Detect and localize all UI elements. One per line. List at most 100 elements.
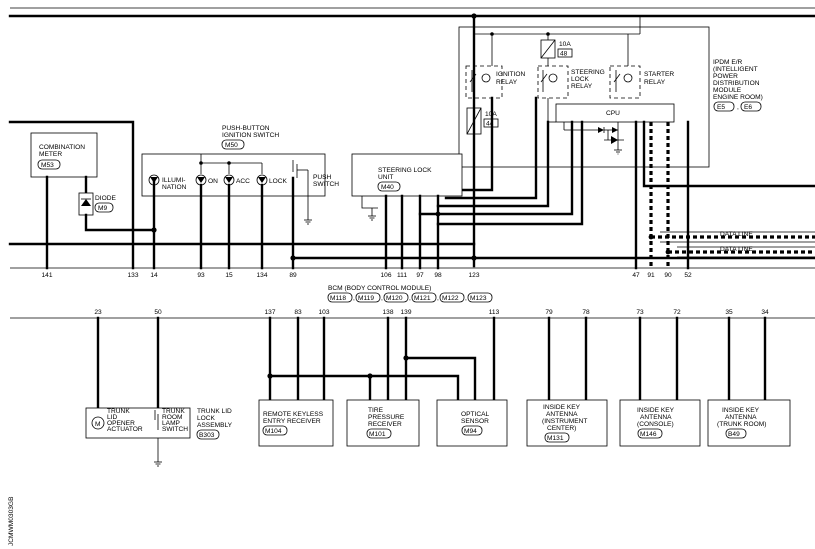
combination-meter: COMBINATION METER M53	[30, 132, 98, 178]
trunk-assembly-2: LOCK	[197, 415, 216, 422]
push-switch-label-1: PUSH	[313, 174, 332, 181]
bcm-pin-139: 139	[400, 309, 411, 316]
bcm-pin-111: 111	[397, 272, 407, 279]
fuse-48-amp: 10A	[559, 41, 571, 48]
trunk-actuator-3: OPENER	[107, 420, 135, 427]
bcm-pin-72: 72	[673, 309, 681, 316]
optical-name-2: SENSOR	[461, 418, 489, 425]
bcm-pin-123: 123	[468, 272, 479, 279]
ant-trunk-connector: B49	[728, 431, 740, 438]
bcm-pin-78: 78	[582, 309, 590, 316]
switch-illumination-2: NATION	[162, 184, 187, 191]
inside-key-antenna-console: INSIDE KEY ANTENNA (CONSOLE) M146	[619, 399, 701, 447]
ant-inst-name-1: INSIDE KEY	[543, 404, 581, 411]
bcm-sep-1: ,	[353, 295, 355, 302]
bcm-pin-23: 23	[94, 309, 102, 316]
bcm-pin-97: 97	[416, 272, 424, 279]
motor-icon: M	[95, 421, 101, 428]
bcm-pin-98: 98	[434, 272, 442, 279]
bcm-sep-4: ,	[437, 295, 439, 302]
steering-relay-label-3: RELAY	[571, 83, 593, 90]
trunk-actuator-4: ACTUATOR	[107, 426, 143, 433]
switch-acc-label: ACC	[236, 178, 250, 185]
ipdm-connector-e5: E5	[717, 104, 725, 111]
trunk-lid-lock-assembly: M TRUNK LID OPENER ACTUATOR TRUNK ROOM L…	[85, 407, 233, 467]
ipdm-name-2: (INTELLIGENT	[713, 66, 758, 73]
diode: DIODE M9	[78, 175, 156, 232]
ignition-switch-name-2: IGNITION SWITCH	[222, 132, 279, 139]
bcm-name: BCM (BODY CONTROL MODULE)	[328, 285, 431, 292]
ipdm-connector-sep: ,	[737, 104, 739, 111]
diode-label: DIODE	[95, 195, 116, 202]
push-button-ignition-switch: PUSH-BUTTON IGNITION SWITCH M50 ILLUMI- …	[141, 125, 339, 225]
ant-console-connector: M146	[640, 431, 657, 438]
trunk-lamp-1: TRUNK	[162, 408, 185, 415]
starter-relay-label-2: RELAY	[644, 79, 666, 86]
ignition-relay-label-1: IGNITION	[496, 71, 526, 78]
data-line-label-1: DATA LINE	[720, 231, 753, 238]
optical-connector: M94	[464, 428, 477, 435]
rke-name-2: ENTRY RECEIVER	[263, 418, 321, 425]
starter-relay: STARTER RELAY	[609, 34, 674, 99]
switch-lock-label: LOCK	[269, 178, 288, 185]
bcm-sep-3: ,	[409, 295, 411, 302]
bcm-connector-m121: M121	[414, 295, 431, 302]
bcm-sep-5: ,	[465, 295, 467, 302]
trunk-actuator-2: LID	[107, 414, 117, 421]
bcm-pin-106: 106	[380, 272, 391, 279]
bcm-pin-113: 113	[489, 309, 500, 316]
tpms-name-1: TIRE	[368, 407, 384, 414]
ipdm-pin-52: 52	[684, 272, 692, 279]
switch-on-label: ON	[208, 178, 218, 185]
ipdm-name-4: DISTRIBUTION	[713, 80, 760, 87]
trunk-assembly-3: ASSEMBLY	[197, 422, 233, 429]
tire-pressure-receiver: TIRE PRESSURE RECEIVER M101	[346, 399, 420, 447]
ant-console-name-1: INSIDE KEY	[637, 407, 675, 414]
combination-meter-connector: M53	[41, 162, 54, 169]
combination-meter-name-2: METER	[39, 151, 62, 158]
steering-lock-name-1: STEERING LOCK	[378, 167, 432, 174]
switch-illumination-1: ILLUMI-	[162, 177, 185, 184]
push-switch-label-2: SWITCH	[313, 181, 339, 188]
ant-inst-name-3: (INSTRUMENT	[542, 418, 587, 425]
ipdm-pin-47: 47	[632, 272, 640, 279]
steering-lock-relay: STEERING LOCK RELAY	[537, 65, 605, 99]
bcm-pin-15: 15	[225, 272, 233, 279]
cpu-label: CPU	[606, 110, 620, 117]
fuse-44-num: 44	[486, 121, 494, 128]
trunk-lamp-4: SWITCH	[162, 426, 188, 433]
bcm-pin-133: 133	[127, 272, 138, 279]
ant-trunk-name-1: INSIDE KEY	[722, 407, 760, 414]
tpms-name-3: RECEIVER	[368, 421, 402, 428]
bcm-pin-73: 73	[636, 309, 644, 316]
ipdm-name-3: POWER	[713, 73, 738, 80]
steering-lock-connector: M40	[381, 184, 394, 191]
trunk-lamp-3: LAMP	[162, 420, 181, 427]
bcm-pin-50: 50	[154, 309, 162, 316]
bcm-label: BCM (BODY CONTROL MODULE) M118 , M119 , …	[327, 285, 493, 303]
fuse-44: 10A 44	[466, 100, 499, 135]
bcm-pin-79: 79	[545, 309, 553, 316]
steering-lock-name-2: UNIT	[378, 174, 393, 181]
bcm-connector-m119: M119	[358, 295, 374, 302]
fuse-48-num: 48	[560, 51, 568, 58]
ant-console-name-3: (CONSOLE)	[637, 421, 674, 428]
ant-inst-connector: M131	[547, 435, 564, 442]
trunk-connector: B303	[199, 432, 215, 439]
ant-inst-name-2: ANTENNA	[546, 411, 578, 418]
ignition-relay-label-2: RELAY	[496, 79, 518, 86]
bcm-sep-2: ,	[381, 295, 383, 302]
bcm-pin-35: 35	[725, 309, 733, 316]
ignition-switch-connector: M50	[225, 142, 238, 149]
ipdm-pin-91: 91	[647, 272, 655, 279]
remote-keyless-entry-receiver: REMOTE KEYLESS ENTRY RECEIVER M104	[258, 399, 334, 447]
bcm-pin-134: 134	[256, 272, 267, 279]
rke-name-1: REMOTE KEYLESS	[263, 411, 324, 418]
fuse-48: 10A 48	[540, 34, 573, 66]
bcm-pin-14: 14	[150, 272, 158, 279]
tpms-name-2: PRESSURE	[368, 414, 405, 421]
diode-connector: M9	[98, 205, 107, 212]
trunk-actuator-1: TRUNK	[107, 408, 130, 415]
bcm-pin-34: 34	[761, 309, 769, 316]
